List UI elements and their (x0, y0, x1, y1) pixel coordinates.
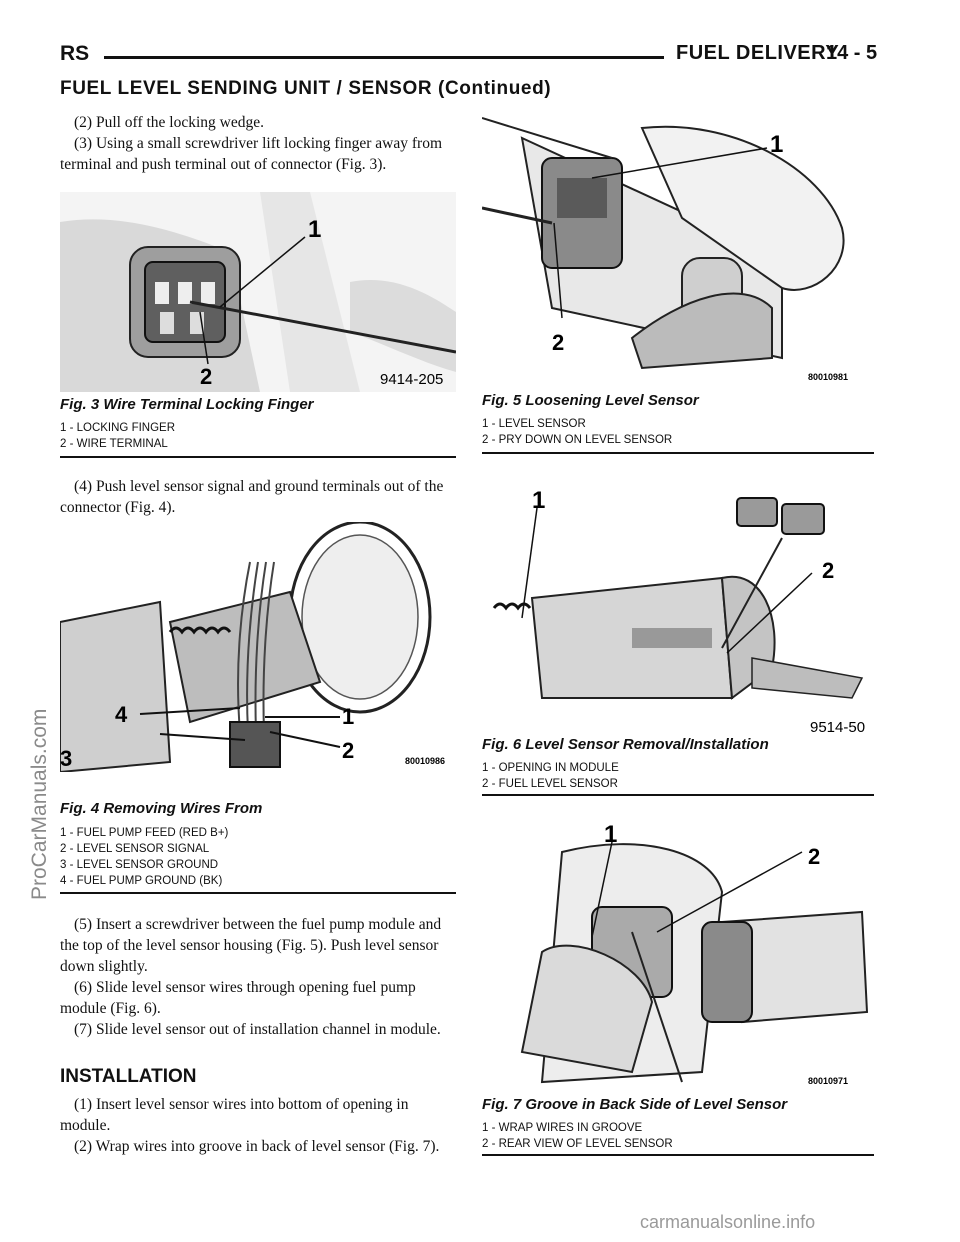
header-section-code: RS (60, 42, 90, 65)
fig5-code: 80010981 (808, 372, 848, 382)
fig4-callout-4: 4 (115, 702, 128, 727)
fig7-code: 80010971 (808, 1076, 848, 1086)
fig6-illustration: 1 2 9514-50 (492, 487, 865, 736)
fig3-illustration: 1 2 9414-205 (60, 192, 456, 392)
fig4-legend-item: 2 - LEVEL SENSOR SIGNAL (60, 843, 210, 855)
fig7-callout-2: 2 (808, 844, 820, 869)
step-6-text: (6) Slide level sensor wires through ope… (60, 979, 416, 1017)
fig4-callout-2: 2 (342, 738, 354, 763)
fig5-legend: 1 - LEVEL SENSOR 2 - PRY DOWN ON LEVEL S… (482, 416, 672, 448)
step-5-text: (5) Insert a screwdriver between the fue… (60, 916, 442, 975)
fig6-callout-2: 2 (822, 558, 834, 583)
header-page-number: 14 - 5 (826, 42, 878, 64)
fig4-code: 80010986 (405, 756, 445, 766)
fig3-legend-item: 2 - WIRE TERMINAL (60, 438, 168, 450)
section-title: FUEL LEVEL SENDING UNIT / SENSOR (Contin… (60, 78, 552, 99)
fig5-callout-1: 1 (770, 131, 783, 158)
text-block-step4: (4) Push level sensor signal and ground … (60, 476, 456, 518)
fig6-legend-item: 1 - OPENING IN MODULE (482, 762, 619, 774)
install-step-2-text: (2) Wrap wires into groove in back of le… (74, 1138, 440, 1155)
fig6-legend-item: 2 - FUEL LEVEL SENSOR (482, 778, 618, 790)
step-7-text: (7) Slide level sensor out of installati… (74, 1021, 441, 1038)
text-block-top: (2) Pull off the locking wedge. (3) Usin… (60, 112, 456, 175)
footer-watermark: carmanualsonline.info (640, 1212, 816, 1232)
fig4-illustration: 1 2 3 4 80010986 (60, 522, 456, 772)
fig7-illustration: 1 2 80010971 (520, 821, 869, 1086)
fig7-legend-item: 2 - REAR VIEW OF LEVEL SENSOR (482, 1138, 673, 1150)
fig4-legend-item: 1 - FUEL PUMP FEED (RED B+) (60, 827, 229, 839)
side-watermark: ProCarManuals.com (28, 708, 51, 900)
fig3-title: Fig. 3 Wire Terminal Locking Finger (60, 396, 314, 413)
fig7-legend: 1 - WRAP WIRES IN GROOVE 2 - REAR VIEW O… (482, 1120, 673, 1152)
fig3-callout-2: 2 (200, 364, 212, 389)
fig6-title: Fig. 6 Level Sensor Removal/Installation (482, 736, 769, 753)
fig5-divider (482, 452, 874, 454)
fig4-legend-item: 4 - FUEL PUMP GROUND (BK) (60, 875, 223, 887)
fig3-legend: 1 - LOCKING FINGER 2 - WIRE TERMINAL (60, 420, 175, 452)
fig7-legend-item: 1 - WRAP WIRES IN GROOVE (482, 1122, 643, 1134)
header-rule (104, 56, 664, 59)
fig6-divider (482, 794, 874, 796)
installation-heading: INSTALLATION (60, 1066, 197, 1087)
installation-text: (1) Insert level sensor wires into botto… (60, 1094, 456, 1157)
fig7-divider (482, 1154, 874, 1156)
fig4-callout-3: 3 (60, 746, 72, 771)
fig4-legend-item: 3 - LEVEL SENSOR GROUND (60, 859, 219, 871)
fig4-title: Fig. 4 Removing Wires From (60, 800, 263, 817)
fig5-callout-2: 2 (552, 330, 564, 355)
fig6-callout-1: 1 (532, 487, 545, 514)
fig4-callout-1: 1 (342, 704, 354, 729)
install-step-1-text: (1) Insert level sensor wires into botto… (60, 1096, 409, 1134)
fig3-callout-1: 1 (308, 216, 321, 243)
fig4-legend: 1 - FUEL PUMP FEED (RED B+) 2 - LEVEL SE… (60, 825, 228, 889)
fig7-title: Fig. 7 Groove in Back Side of Level Sens… (482, 1096, 788, 1113)
fig7-callout-1: 1 (604, 821, 617, 848)
fig5-legend-item: 1 - LEVEL SENSOR (482, 418, 586, 430)
fig5-illustration: 1 2 80010981 (482, 117, 848, 382)
fig3-code: 9414-205 (380, 371, 443, 388)
fig6-legend: 1 - OPENING IN MODULE 2 - FUEL LEVEL SEN… (482, 760, 619, 792)
fig5-legend-item: 2 - PRY DOWN ON LEVEL SENSOR (482, 434, 673, 446)
header-chapter-title: FUEL DELIVERY (676, 42, 840, 64)
fig4-divider (60, 892, 456, 894)
fig6-code: 9514-50 (810, 719, 865, 736)
fig5-title: Fig. 5 Loosening Level Sensor (482, 392, 699, 409)
text-block-steps5-7: (5) Insert a screwdriver between the fue… (60, 914, 456, 1040)
fig3-divider (60, 456, 456, 458)
step-2-text: (2) Pull off the locking wedge. (74, 114, 264, 131)
fig3-legend-item: 1 - LOCKING FINGER (60, 422, 176, 434)
step-4-text: (4) Push level sensor signal and ground … (60, 478, 444, 516)
step-3-text: (3) Using a small screwdriver lift locki… (60, 135, 443, 173)
